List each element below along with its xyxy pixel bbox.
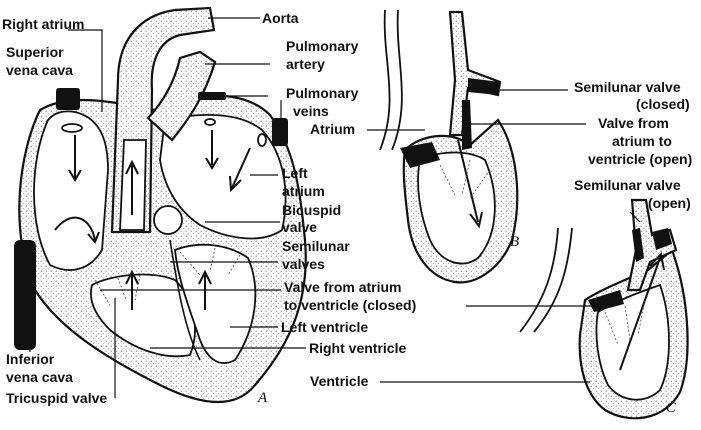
panel-letter-c: C	[666, 400, 677, 416]
label-semilunar-line1: Semilunar	[282, 238, 350, 254]
label-ventricle: Ventricle	[310, 373, 369, 389]
label-inferior-vena-cava-line1: Inferior	[6, 351, 55, 367]
inferior-vena-cava-stub	[14, 240, 36, 350]
label-semilunar-line2: valves	[282, 256, 325, 272]
label-pulmonary-veins-line1: Pulmonary	[286, 85, 359, 101]
label-valve-closed-line2: to ventricle (closed)	[284, 297, 416, 313]
semilunar-valve-a	[154, 206, 182, 234]
label-left-atrium-line2: atrium	[282, 183, 325, 199]
pulmonary-vein-stub-2	[272, 118, 288, 146]
label-right-ventricle: Right ventricle	[309, 340, 406, 356]
label-valve-open-line2: atrium to	[612, 133, 672, 149]
oval-ra	[62, 124, 82, 132]
superior-vena-cava-stub	[56, 88, 80, 110]
label-bicuspid-line1: Bicuspid	[282, 202, 341, 218]
label-tricuspid-valve: Tricuspid valve	[6, 390, 107, 406]
panel-letter-a: A	[257, 390, 268, 406]
label-atrium: Atrium	[310, 121, 355, 137]
label-semilunar-closed-line2: (closed)	[636, 96, 690, 112]
label-semilunar-closed-line1: Semilunar valve	[574, 79, 681, 95]
heart-b-drawing	[380, 10, 517, 282]
label-left-ventricle: Left ventricle	[281, 319, 368, 335]
heart-c-drawing	[520, 200, 688, 418]
label-right-atrium: Right atrium	[2, 16, 84, 32]
label-semilunar-open-line2: (open)	[648, 195, 691, 211]
panel-letter-b: B	[510, 234, 519, 250]
label-inferior-vena-cava-line2: vena cava	[6, 369, 73, 385]
label-left-atrium-line1: Left	[282, 165, 308, 181]
panel-c-left-vessel-2	[534, 228, 572, 332]
label-pulmonary-veins-line2: veins	[293, 103, 329, 119]
pulmonary-vein-stub-1	[198, 92, 226, 100]
panel-b-left-vessel-2	[392, 10, 402, 150]
label-pulmonary-artery-line1: Pulmonary	[286, 38, 359, 54]
label-superior-vena-cava-line1: Superior	[6, 44, 64, 60]
panel-c-left-vessel	[520, 228, 558, 332]
oval-la-1	[205, 119, 215, 125]
panel-b-valve-open-right	[462, 100, 472, 150]
label-superior-vena-cava-line2: vena cava	[6, 62, 73, 78]
label-valve-closed-line1: Valve from atrium	[284, 279, 402, 295]
label-aorta: Aorta	[262, 10, 299, 26]
label-bicuspid-line2: valve	[282, 219, 317, 235]
label-valve-open-line3: ventricle (open)	[588, 151, 692, 167]
label-pulmonary-artery-line2: artery	[286, 56, 325, 72]
panel-b-artery	[450, 12, 500, 135]
label-semilunar-open-line1: Semilunar valve	[574, 177, 681, 193]
right-atrium-cavity	[34, 111, 108, 270]
label-valve-open-line1: Valve from	[598, 115, 669, 131]
panel-b-left-vessel	[380, 10, 390, 150]
oval-la-2	[258, 134, 266, 146]
